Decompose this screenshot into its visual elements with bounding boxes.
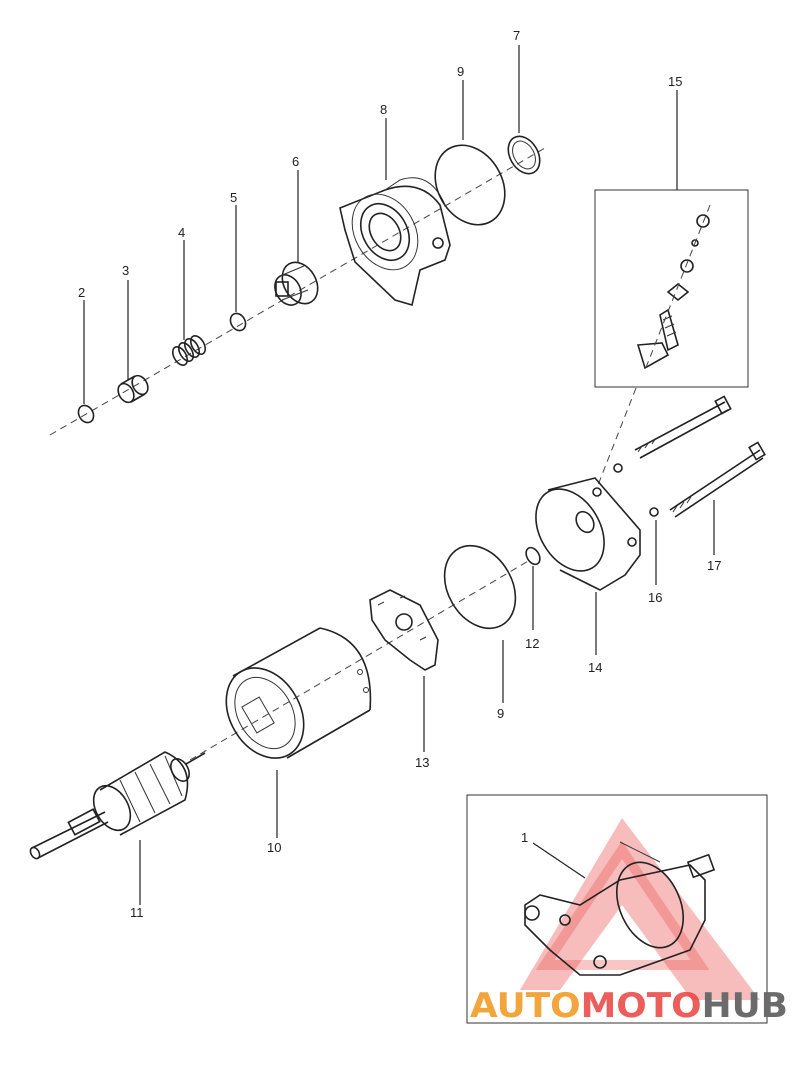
- part-7-ring-upper: [507, 135, 541, 175]
- callout-5: 5: [230, 190, 237, 205]
- watermark-part-auto: AUTO: [470, 986, 581, 1026]
- callout-11: 11: [130, 905, 144, 920]
- callout-16: 16: [648, 590, 662, 605]
- part-17-through-bolts: [634, 395, 766, 518]
- callout-1: 1: [521, 830, 528, 845]
- part-5-washer: [229, 312, 247, 332]
- watermark-triangle: [520, 818, 760, 1000]
- part-16-lock-washers: [613, 463, 659, 517]
- part-14-end-cap: [535, 477, 641, 591]
- part-13-brush-plate: [369, 589, 439, 671]
- callout-17: 17: [707, 558, 721, 573]
- watermark-part-hub: HUB: [702, 986, 788, 1026]
- watermark-part-moto: MOTO: [581, 986, 702, 1026]
- callout-12: 12: [525, 636, 539, 651]
- callout-3: 3: [122, 263, 129, 278]
- detail-box-15: [594, 189, 749, 388]
- part-12-small-ring: [525, 546, 541, 566]
- part-15-terminal-hardware: [636, 204, 711, 371]
- callout-15: 15: [668, 74, 682, 89]
- part-10-motor-frame: [225, 627, 372, 759]
- part-6-pinion-gear: [274, 261, 319, 306]
- callout-9-upper: 9: [457, 64, 464, 79]
- callout-8: 8: [380, 102, 387, 117]
- callout-4: 4: [178, 225, 185, 240]
- inset-box: [466, 794, 768, 1024]
- part-11-armature: [29, 751, 206, 860]
- callout-7-upper: 7: [513, 28, 520, 43]
- part-3-collar: [117, 374, 149, 404]
- callout-9-lower: 9: [497, 706, 504, 721]
- part-1-assembled-starter: [524, 841, 716, 976]
- callout-10: 10: [267, 840, 281, 855]
- leader-1: [532, 842, 586, 879]
- callout-14: 14: [588, 660, 602, 675]
- lower-axis-line: [189, 559, 531, 761]
- callout-13: 13: [415, 755, 429, 770]
- callout-2: 2: [78, 285, 85, 300]
- part-9-o-ring-upper: [434, 144, 506, 226]
- part-9-o-ring-lower: [443, 544, 517, 630]
- part-2-snap-ring: [77, 404, 95, 424]
- callout-6: 6: [292, 154, 299, 169]
- detail-link-line: [597, 387, 637, 486]
- part-8-drive-housing: [339, 177, 451, 307]
- part-4-spring: [171, 335, 207, 366]
